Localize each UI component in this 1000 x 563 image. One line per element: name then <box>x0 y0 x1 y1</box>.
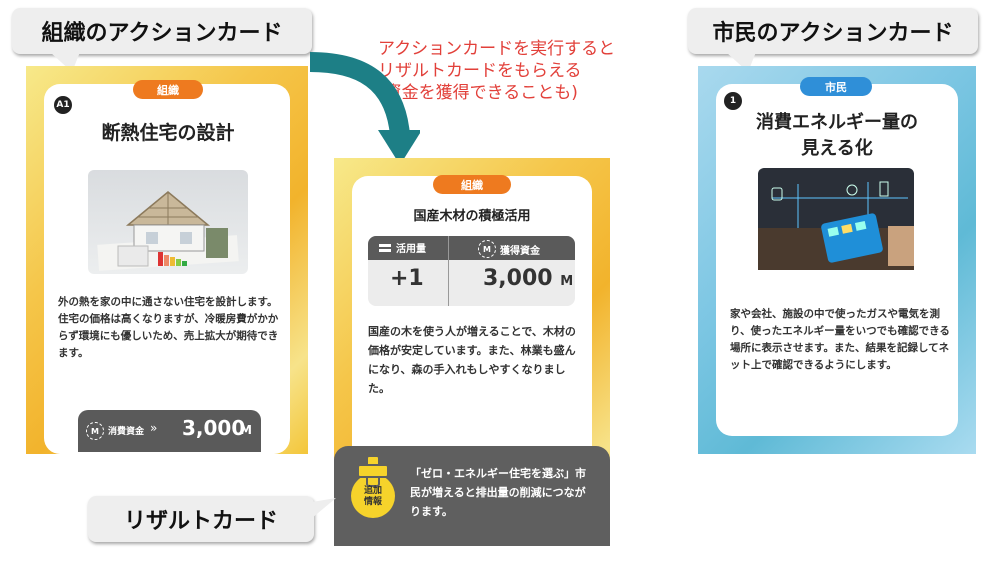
wood-icon <box>379 243 391 252</box>
org-card-cost-label: 消費資金 <box>108 427 145 437</box>
callout-result-text: リザルトカード <box>123 509 278 534</box>
org-card-cost-value: 3,000 <box>182 416 246 440</box>
org-card-cost-bar: M 消費資金 » 3,000 M <box>78 410 261 452</box>
smart-home-tablet-image <box>758 168 914 270</box>
annotation-line-1: アクションカードを実行すると <box>378 39 616 59</box>
citizen-card-tag: 市民 <box>800 77 872 96</box>
stat-usage-value: +1 <box>390 266 424 291</box>
result-card-title: 国産木材の積極活用 <box>413 209 531 224</box>
result-card-description: 国産の木を使う人が増えることで、木材の価格が安定しています。また、林業も盛んにな… <box>368 325 576 395</box>
result-stats-box: 活用量 M 獲得資金 +1 3,000 M <box>368 236 575 306</box>
citizen-card-title: 消費エネルギー量の 見える化 <box>756 112 918 159</box>
citizen-card-description: 家や会社、施設の中で使ったガスや電気を測り、使ったエネルギー量をいつでも確認でき… <box>730 308 950 371</box>
plus-badge-icon <box>351 456 395 518</box>
callout-citizen-action-card: 市民のアクションカード <box>688 8 978 54</box>
result-card-tag: 組織 <box>433 175 511 194</box>
stat-funds-value: 3,000 M <box>483 266 574 291</box>
callout-result-card: リザルトカード <box>88 496 314 542</box>
insulated-house-image <box>88 170 248 274</box>
double-chevron-icon: » <box>150 421 158 435</box>
org-card-description: 外の熱を家の中に通さない住宅を設計します。住宅の価格は高くなりますが、冷暖房費が… <box>58 296 279 359</box>
callout-org-action-card: 組織のアクションカード <box>12 8 312 54</box>
annotation-line-2: リザルトカードをもらえる <box>378 61 582 81</box>
result-stats-header <box>368 236 575 260</box>
citizen-card-number: 1 <box>724 92 742 110</box>
org-card-number: A1 <box>54 96 72 114</box>
annotation-line-3: (資金を獲得できることも) <box>378 83 578 103</box>
stat-funds-label: M 獲得資金 <box>478 240 540 258</box>
coin-icon: M <box>86 422 104 440</box>
org-card-tag: 組織 <box>133 80 203 99</box>
callout-citizen-text: 市民のアクションカード <box>712 21 954 46</box>
callout-org-text: 組織のアクションカード <box>41 21 283 46</box>
stat-usage-label: 活用量 <box>378 240 426 255</box>
coin-icon: M <box>478 240 496 258</box>
bonus-badge-label: 追加 情報 <box>363 486 382 507</box>
stats-divider <box>448 236 449 306</box>
curved-arrow-icon <box>309 52 420 165</box>
callout-result-tail <box>312 498 336 518</box>
org-card-title: 断熱住宅の設計 <box>101 122 235 144</box>
annotation-text: アクションカードを実行すると リザルトカードをもらえる (資金を獲得できることも… <box>378 38 615 104</box>
result-bonus-panel: 追加 情報 「ゼロ・エネルギー住宅を選ぶ」市民が増えると排出量の削減につながりま… <box>334 446 610 546</box>
org-card-cost-unit: M <box>240 423 252 437</box>
bonus-text: 「ゼロ・エネルギー住宅を選ぶ」市民が増えると排出量の削減につながります。 <box>410 467 586 518</box>
